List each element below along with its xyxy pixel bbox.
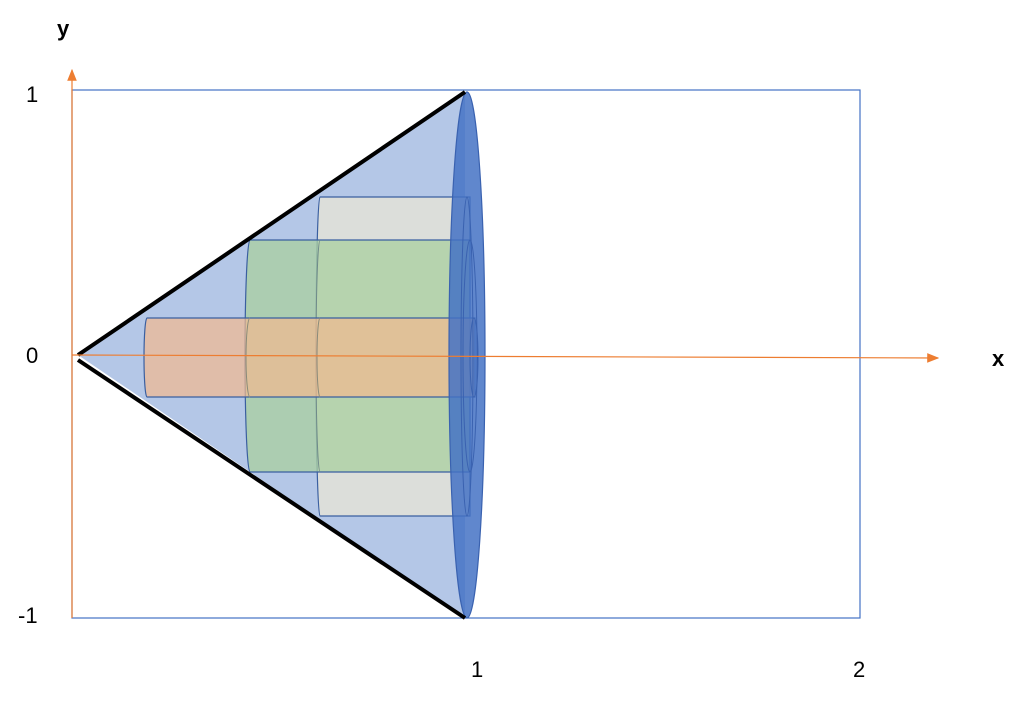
y-tick-0: 0	[26, 343, 39, 368]
y-tick-1: 1	[26, 82, 39, 107]
cone-upper-edge	[76, 90, 467, 357]
x-axis	[71, 353, 940, 363]
x-axis-label: x	[992, 346, 1005, 371]
y-axis-label: y	[57, 16, 70, 41]
inner-cylinder	[143, 317, 476, 398]
cone-base	[448, 91, 486, 619]
cone-lower-edge	[76, 358, 467, 620]
x-tick-2: 2	[853, 657, 866, 682]
inner-cylinder-end	[469, 317, 479, 398]
x-tick-1: 1	[471, 657, 484, 682]
y-tick-minus-1: -1	[18, 603, 38, 628]
